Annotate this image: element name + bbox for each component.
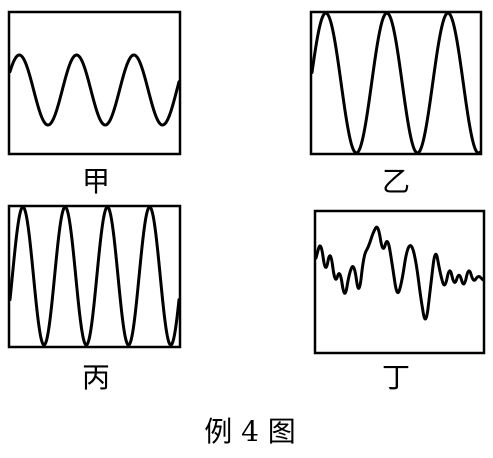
panel-frame-bing xyxy=(7,204,182,349)
panel-label-ding: 丁 xyxy=(381,361,410,394)
figure-caption: 例 4 图 xyxy=(204,415,296,448)
waveform-yi xyxy=(310,11,482,155)
panel-label-bing: 丙 xyxy=(81,361,110,394)
panel-label-jia: 甲 xyxy=(81,165,110,198)
panel-frame-yi xyxy=(309,10,483,156)
panel-label-yi: 乙 xyxy=(381,165,410,198)
panel-frame-ding xyxy=(313,209,486,355)
waveform-jia xyxy=(8,53,181,127)
waveform-ding xyxy=(314,225,485,321)
panel-frame-jia xyxy=(7,10,182,156)
waveform-bing xyxy=(8,205,181,347)
